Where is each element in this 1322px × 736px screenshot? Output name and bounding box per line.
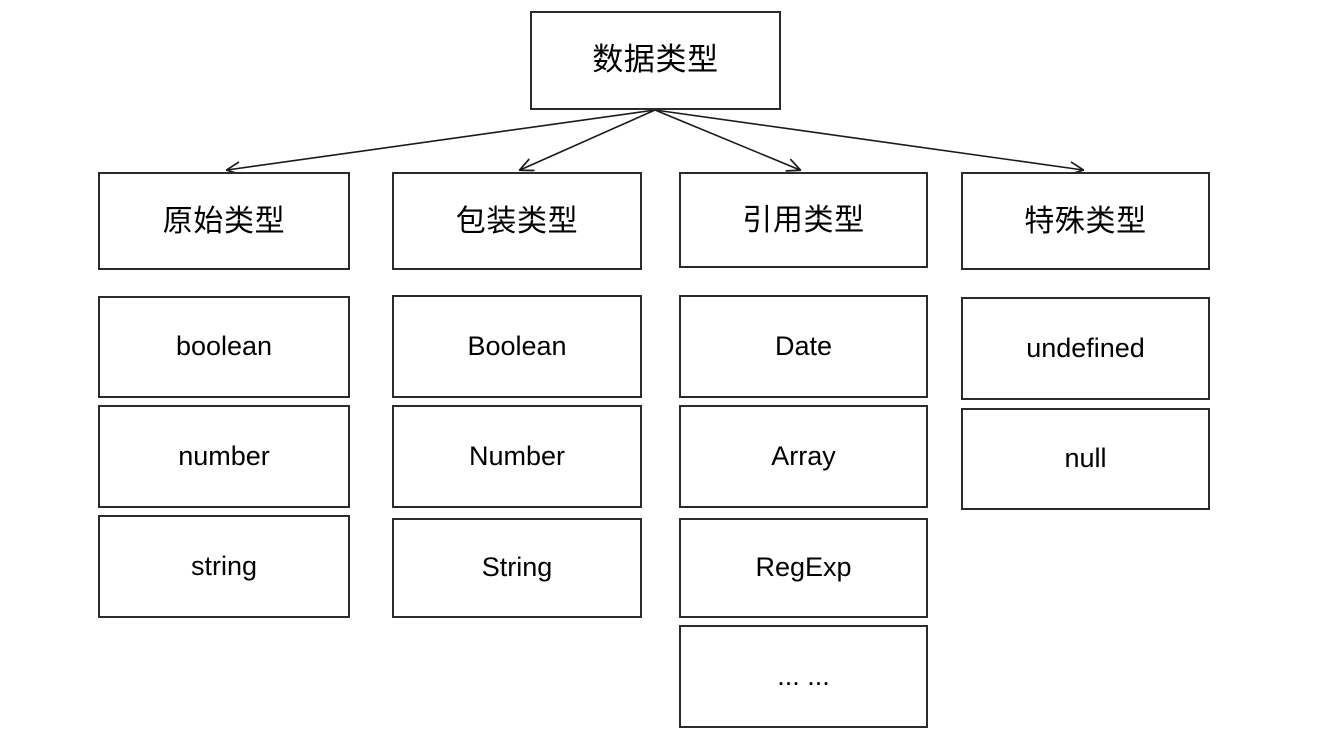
leaf-node-reference-1-label: Date — [774, 330, 833, 361]
edge-root-to-primitive — [227, 109, 656, 170]
leaf-node-special-2-label: null — [1064, 443, 1107, 474]
category-node-wrapper-label: 包装类型 — [455, 204, 579, 238]
leaf-node-special-2: null — [961, 408, 1210, 510]
leaf-node-reference-4: ... ... — [679, 625, 928, 728]
category-node-special: 特殊类型 — [961, 172, 1210, 270]
leaf-node-primitive-1-label: boolean — [175, 331, 273, 362]
leaf-node-wrapper-3-label: String — [481, 552, 553, 583]
category-node-reference: 引用类型 — [679, 172, 928, 268]
category-node-special-label: 特殊类型 — [1024, 204, 1147, 238]
root-node-data-types: 数据类型 — [530, 11, 781, 110]
leaf-node-wrapper-2: Number — [392, 405, 642, 508]
leaf-node-reference-3-label: RegExp — [755, 552, 852, 583]
leaf-node-primitive-1: boolean — [98, 296, 350, 398]
leaf-node-reference-2-label: Array — [771, 440, 836, 471]
leaf-node-reference-1: Date — [679, 295, 928, 398]
leaf-node-primitive-2-label: number — [178, 440, 270, 471]
leaf-node-reference-2: Array — [679, 405, 928, 508]
leaf-node-special-1: undefined — [961, 297, 1210, 400]
leaf-node-primitive-3: string — [98, 515, 350, 618]
edge-root-to-wrapper — [520, 109, 656, 170]
leaf-node-reference-3: RegExp — [679, 518, 928, 618]
leaf-node-wrapper-1-label: Boolean — [467, 330, 567, 361]
edge-root-to-special — [654, 109, 1083, 170]
leaf-node-wrapper-1: Boolean — [392, 295, 642, 398]
root-node-data-types-label: 数据类型 — [592, 42, 719, 78]
category-node-primitive: 原始类型 — [98, 172, 350, 270]
leaf-node-wrapper-3: String — [392, 518, 642, 618]
category-node-primitive-label: 原始类型 — [162, 204, 286, 238]
leaf-node-wrapper-2-label: Number — [468, 440, 566, 471]
leaf-node-primitive-2: number — [98, 405, 350, 508]
edge-root-to-reference — [654, 109, 800, 170]
leaf-node-special-1-label: undefined — [1026, 332, 1145, 363]
category-node-reference-label: 引用类型 — [742, 203, 865, 237]
leaf-node-reference-4-label: ... ... — [777, 660, 830, 691]
category-node-wrapper: 包装类型 — [392, 172, 642, 270]
leaf-node-primitive-3-label: string — [190, 550, 258, 581]
